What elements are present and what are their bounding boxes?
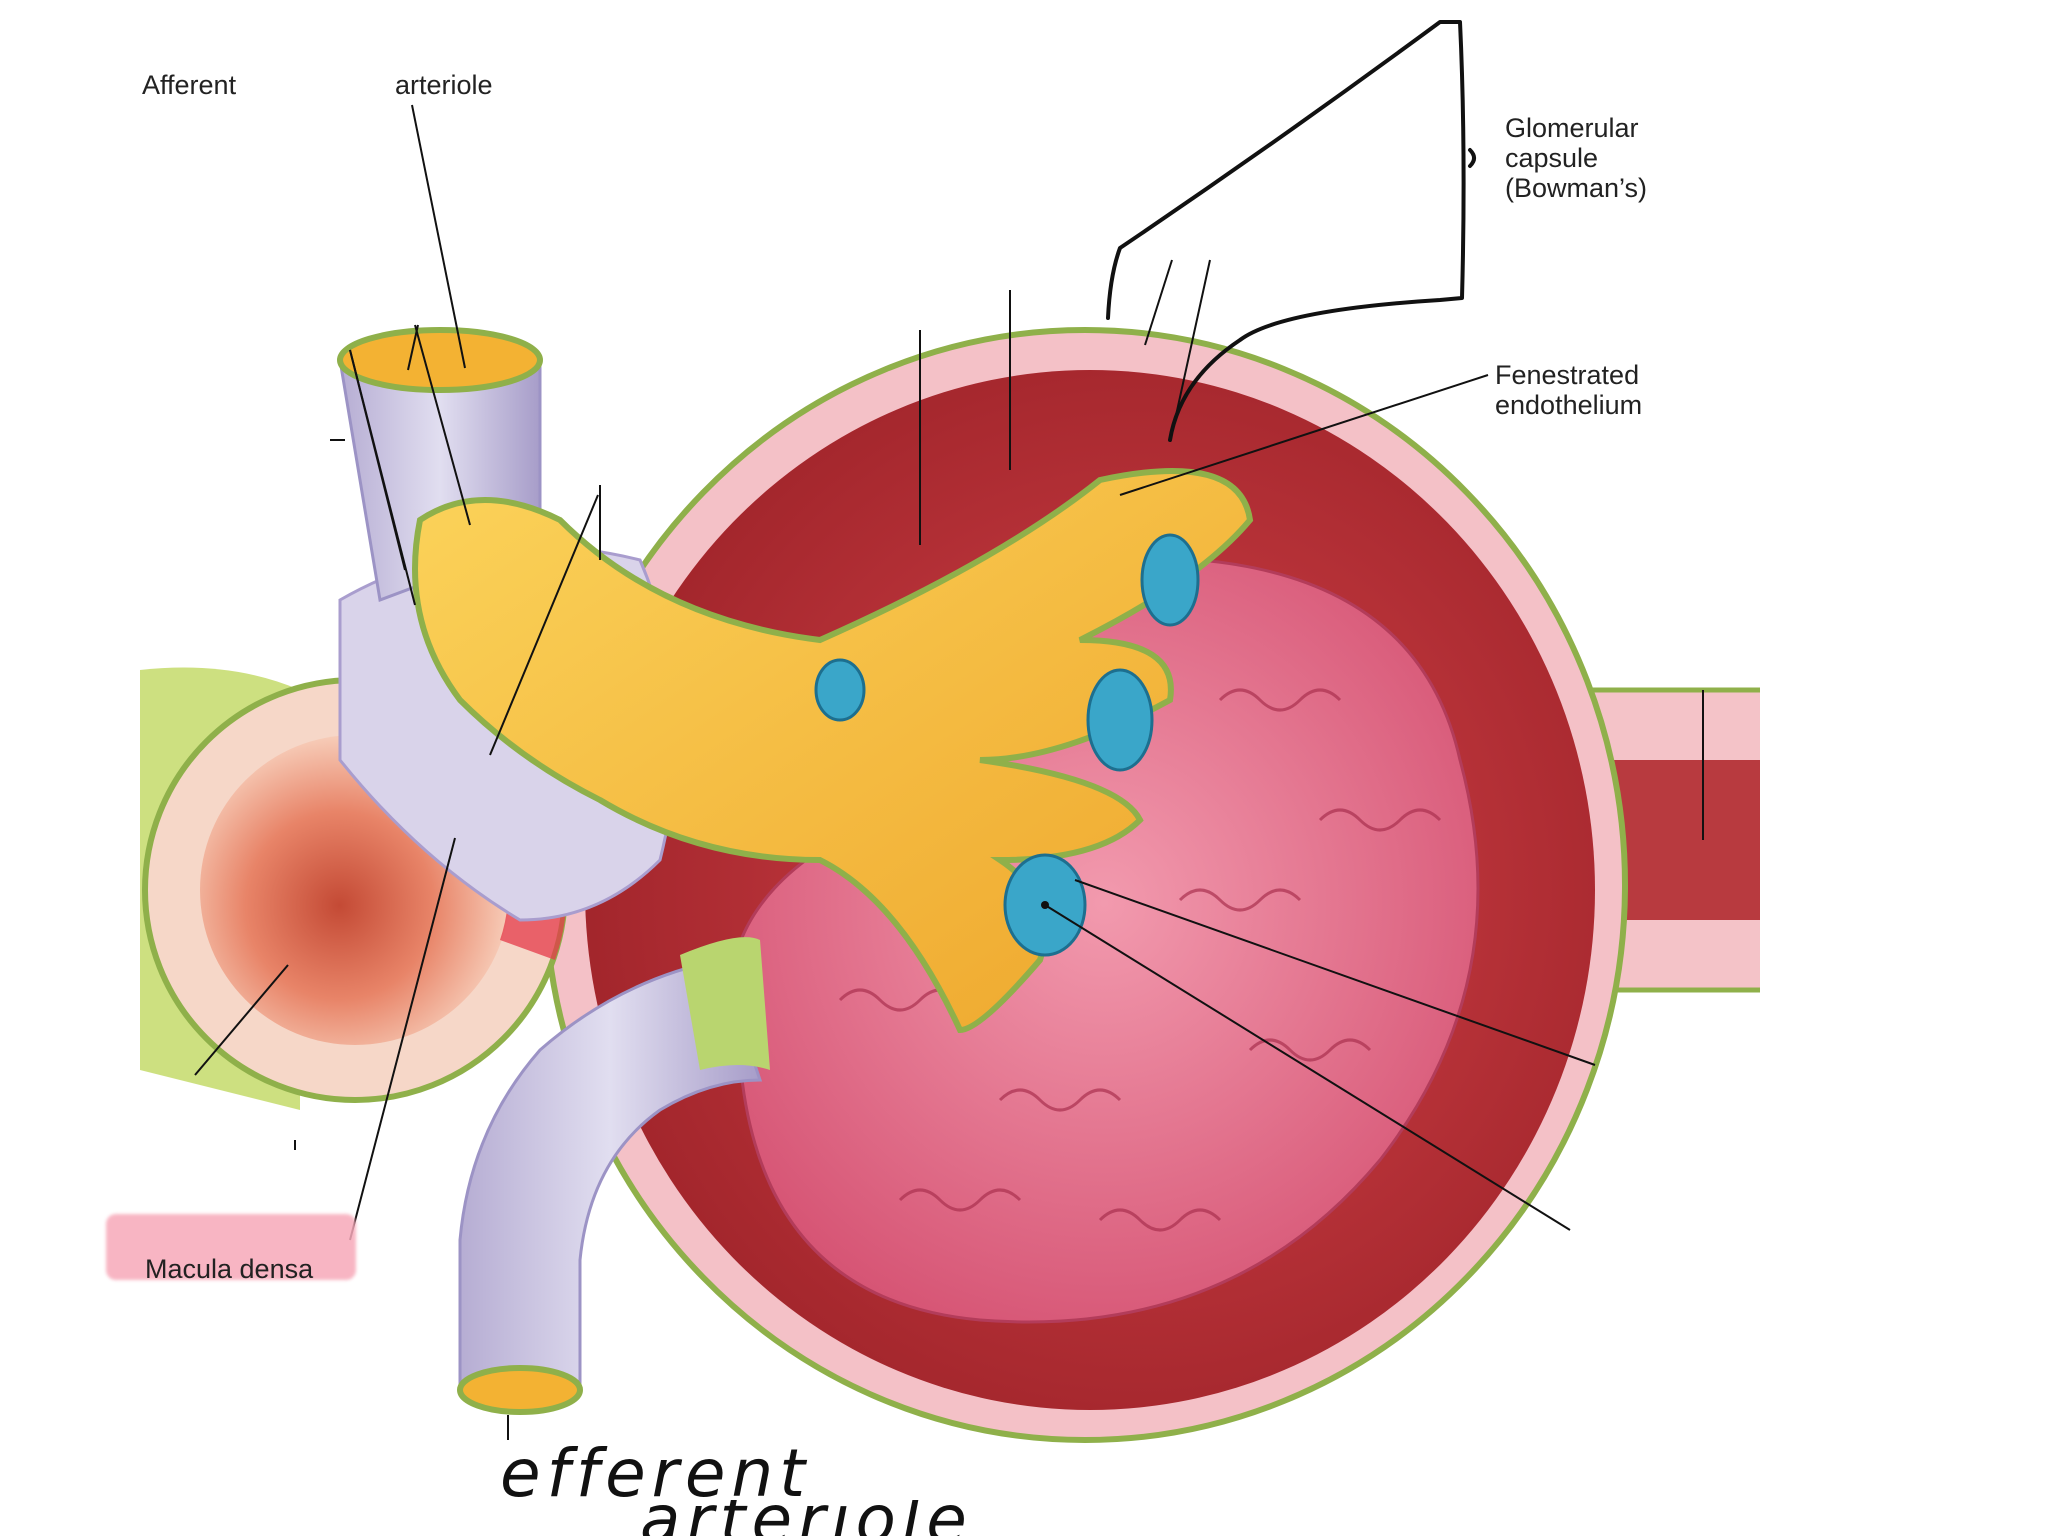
macula-densa-highlight <box>106 1214 356 1280</box>
label-fenestrated-line1: Fenestrated <box>1495 360 1640 390</box>
efferent-arteriole <box>457 937 770 1415</box>
label-glomerular-capsule-line1: Glomerular <box>1505 113 1639 143</box>
label-dots <box>1041 901 1049 909</box>
leader-lines <box>194 104 1704 1440</box>
label-arteriole: arteriole <box>395 70 493 100</box>
afferent-arteriole <box>337 327 1254 1034</box>
label-afferent: Afferent <box>142 70 237 100</box>
label-fenestrated-line2: endothelium <box>1495 390 1643 420</box>
label-macula-densa: Macula densa <box>145 1254 314 1284</box>
label-glomerular-capsule: Glomerular capsule (Bowman’s) <box>1505 113 1647 203</box>
label-glomerular-capsule-line2: capsule <box>1505 143 1599 173</box>
label-fenestrated-endothelium: Fenestrated endothelium <box>1495 360 1642 420</box>
label-glomerular-capsule-line3: (Bowman’s) <box>1505 173 1648 203</box>
handwritten-label-efferent: efferent <box>500 1435 812 1512</box>
handdrawn-bracket <box>1106 20 1476 442</box>
handwritten-label-arteriole: arteriole <box>640 1500 973 1536</box>
